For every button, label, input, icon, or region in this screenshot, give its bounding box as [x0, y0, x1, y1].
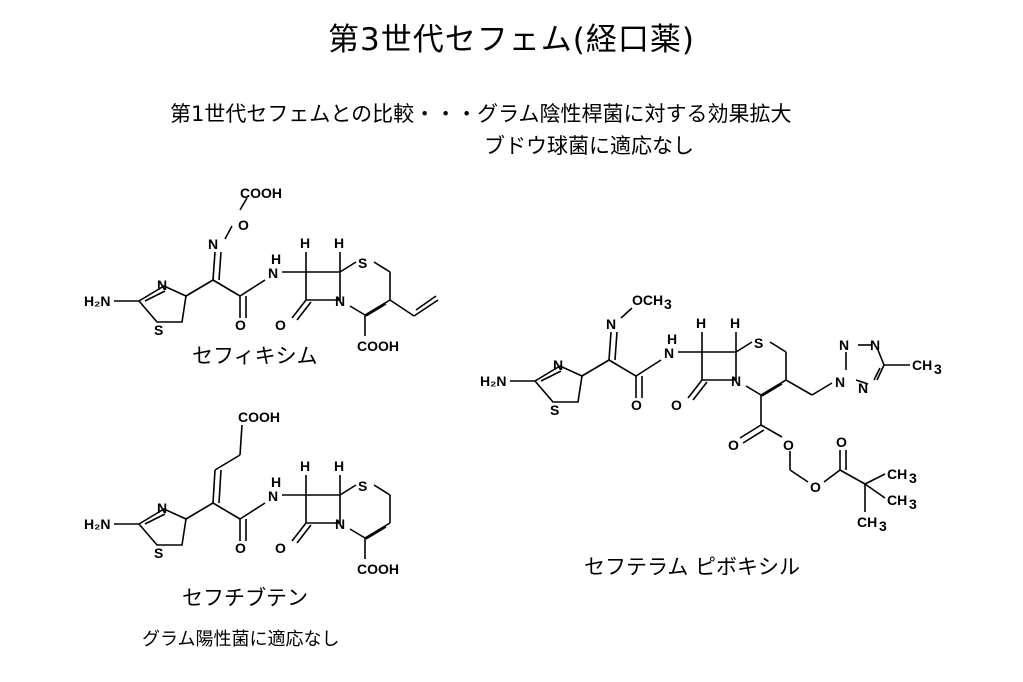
page-title: 第3世代セフェム(経口薬) [328, 22, 695, 58]
oxime-n-label: N [208, 236, 218, 252]
h2n-label: H₂N [84, 293, 110, 309]
h2n-label: H₂N [84, 516, 110, 532]
comparison-line-2: ブドウ球菌に適応なし [484, 134, 694, 158]
lactam-n-label: N [335, 293, 345, 309]
subscript-3: 3 [934, 361, 942, 377]
comparison-line: 第1世代セフェムとの比較・・・グラム陰性桿菌に対する効果拡大 [170, 102, 792, 126]
oxime-n-label: N [606, 316, 616, 332]
subscript-3: 3 [909, 470, 917, 486]
amide-h-label: H [271, 474, 281, 490]
oxime-o-label: O [238, 217, 249, 233]
ch3-label: CH [887, 492, 907, 508]
amide-n-label: N [268, 488, 278, 504]
carbonyl-o-label: O [671, 397, 682, 413]
carbonyl-o-label: O [275, 317, 286, 333]
cooh-label: COOH [240, 185, 282, 201]
h-label: H [334, 235, 344, 251]
lactam-n-label: N [731, 373, 741, 389]
h-label: H [300, 458, 310, 474]
h-label: H [730, 315, 740, 331]
thiazole-s-label: S [550, 402, 559, 418]
amide-h-label: H [271, 251, 281, 267]
thiazole-n-label: N [157, 500, 167, 516]
compound-name-cefteram-pivoxil: セフテラム ピボキシル [584, 555, 801, 579]
h-label: H [334, 458, 344, 474]
cooh-label: COOH [357, 338, 399, 354]
tetrazole-n-label: N [839, 337, 849, 353]
cooh-label: COOH [357, 561, 399, 577]
h-label: H [300, 235, 310, 251]
compound-name-ceftibuten: セフチブテン [182, 586, 308, 610]
lactam-n-label: N [335, 516, 345, 532]
tetrazole-n-label: N [870, 337, 880, 353]
amide-o-label: O [235, 540, 246, 556]
carbonyl-o-label: O [275, 540, 286, 556]
ester-o-label: O [783, 437, 794, 453]
subscript-3: 3 [664, 296, 672, 312]
sulfur-label: S [358, 478, 367, 494]
och3-label: OCH [632, 292, 663, 308]
sulfur-label: S [754, 335, 763, 351]
ester-o-label: O [728, 437, 739, 453]
thiazole-s-label: S [154, 322, 163, 338]
tetrazole-n-label: N [835, 374, 845, 390]
subscript-3: 3 [879, 518, 887, 534]
ester-o-label: O [810, 479, 821, 495]
amide-n-label: N [664, 345, 674, 361]
cooh-label: COOH [238, 409, 280, 425]
pivaloyl-o-label: O [836, 434, 847, 450]
thiazole-n-label: N [553, 357, 563, 373]
amide-o-label: O [235, 317, 246, 333]
sulfur-label: S [358, 255, 367, 271]
tetrazole-n-label: N [858, 380, 868, 396]
amide-n-label: N [268, 265, 278, 281]
compound-name-cefixime: セフィキシム [192, 344, 318, 368]
h-label: H [696, 315, 706, 331]
compound-note-ceftibuten: グラム陽性菌に適応なし [142, 629, 340, 650]
ch3-label: CH [912, 357, 932, 373]
thiazole-s-label: S [154, 545, 163, 561]
h2n-label: H₂N [480, 373, 506, 389]
thiazole-n-label: N [157, 277, 167, 293]
amide-o-label: O [631, 397, 642, 413]
subscript-3: 3 [909, 496, 917, 512]
amide-h-label: H [667, 331, 677, 347]
ch3-label: CH [887, 466, 907, 482]
ch3-label: CH [857, 514, 877, 530]
